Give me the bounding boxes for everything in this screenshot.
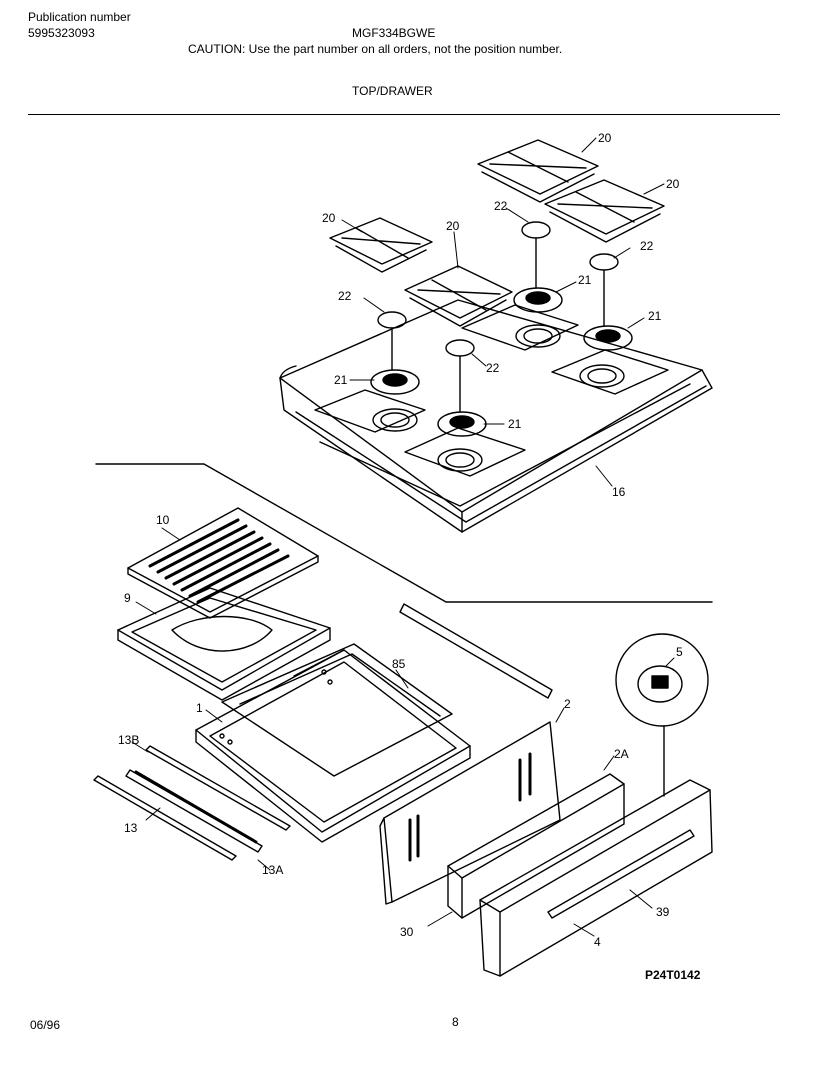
burner-grates-20 bbox=[329, 139, 665, 327]
diagram-code: P24T0142 bbox=[645, 968, 701, 982]
callout-cap-1: 22 bbox=[494, 199, 508, 213]
drawer-trim-2a bbox=[447, 773, 625, 919]
publication-number: 5995323093 bbox=[28, 26, 95, 40]
callout-drawer-body: 1 bbox=[196, 701, 203, 715]
section-divider bbox=[95, 463, 713, 603]
callout-grate-3: 20 bbox=[598, 131, 612, 145]
callout-head-2: 21 bbox=[648, 309, 662, 323]
callout-top: 16 bbox=[612, 485, 626, 499]
callout-cap-2: 22 bbox=[640, 239, 654, 253]
callout-drawer-liner: 85 bbox=[392, 657, 406, 671]
model-number: MGF334BGWE bbox=[352, 26, 436, 40]
callout-slide-13a: 13A bbox=[262, 863, 283, 877]
drawer-slides-13 bbox=[93, 745, 291, 861]
callout-grate-1: 20 bbox=[322, 211, 336, 225]
callout-clip-30: 30 bbox=[400, 925, 414, 939]
callout-front-4: 4 bbox=[594, 935, 601, 949]
callout-broiler-grid: 10 bbox=[156, 513, 170, 527]
callout-grate-2: 20 bbox=[446, 219, 460, 233]
callout-head-4: 21 bbox=[508, 417, 522, 431]
callout-leaders bbox=[131, 137, 675, 937]
drawer-body-1 bbox=[195, 649, 471, 843]
callout-cap-3: 22 bbox=[338, 289, 352, 303]
callout-head-3: 21 bbox=[334, 373, 348, 387]
callout-drawer-side: 2 bbox=[564, 697, 571, 711]
footer-page-number: 8 bbox=[452, 1015, 459, 1029]
publication-label: Publication number bbox=[28, 10, 131, 24]
callout-slide-13: 13 bbox=[124, 821, 138, 835]
drawer-front-4 bbox=[479, 779, 713, 977]
callout-handle-39: 39 bbox=[656, 905, 670, 919]
callout-knob-5: 5 bbox=[676, 645, 683, 659]
cooktop-top-16 bbox=[279, 299, 713, 533]
section-title: TOP/DRAWER bbox=[352, 84, 433, 98]
callout-broiler-pan: 9 bbox=[124, 591, 131, 605]
callout-slide-13b: 13B bbox=[118, 733, 139, 747]
header-divider bbox=[28, 114, 780, 115]
burner-heads-21 bbox=[370, 287, 633, 437]
callout-head-1: 21 bbox=[578, 273, 592, 287]
knob-5 bbox=[615, 633, 709, 797]
callout-cap-4: 22 bbox=[486, 361, 500, 375]
caution-note: CAUTION: Use the part number on all orde… bbox=[188, 42, 563, 56]
drawer-side-2 bbox=[379, 721, 561, 905]
drawer-liner-85 bbox=[221, 643, 453, 777]
drawer-rail bbox=[399, 603, 553, 699]
broiler-grid-10 bbox=[127, 507, 319, 619]
callout-trim-2a: 2A bbox=[614, 747, 629, 761]
footer-date: 06/96 bbox=[30, 1018, 61, 1032]
callout-grate-4: 20 bbox=[666, 177, 680, 191]
burner-caps-22 bbox=[377, 221, 619, 413]
broiler-pan-9 bbox=[117, 587, 331, 701]
